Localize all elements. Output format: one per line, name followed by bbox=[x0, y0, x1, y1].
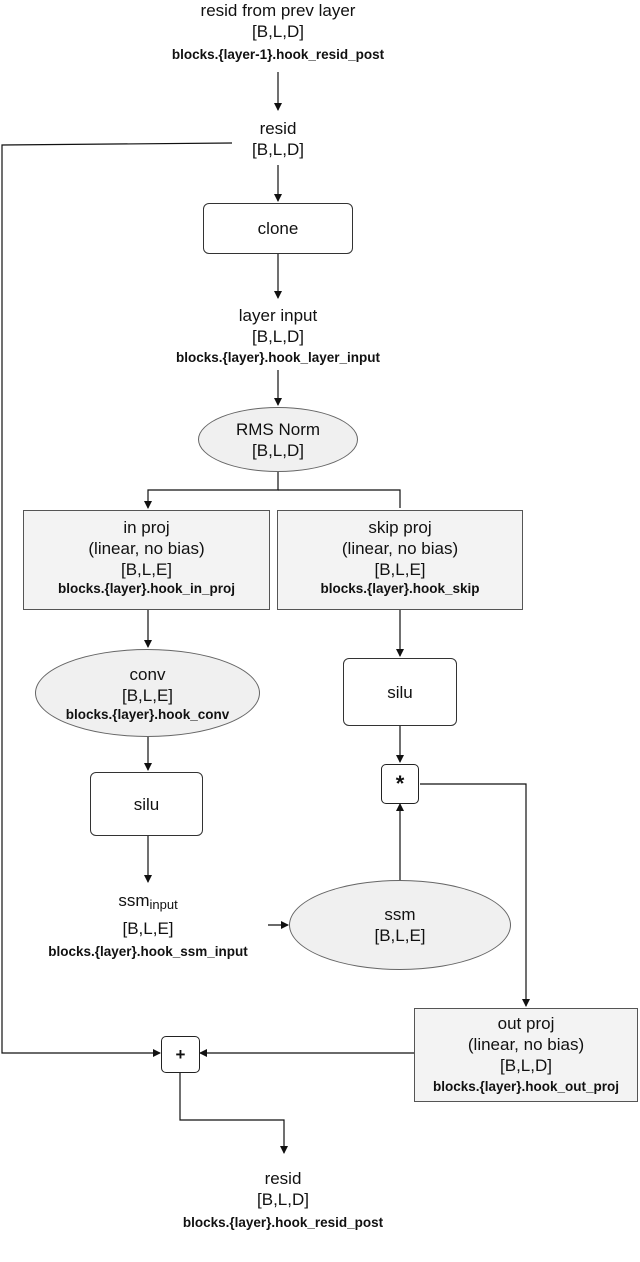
conv-shape: [B,L,E] bbox=[121, 685, 174, 705]
silu-right-label: silu bbox=[387, 682, 413, 702]
resid-out-node: resid [B,L,D] blocks.{layer}.hook_resid_… bbox=[133, 1168, 433, 1231]
ssm-title: ssm bbox=[384, 905, 416, 924]
residual-skip-line bbox=[1, 142, 233, 1057]
resid-prev-title: resid from prev layer bbox=[200, 1, 356, 20]
arrow-multiply-to-outproj bbox=[420, 783, 530, 1007]
in-proj-subtitle: (linear, no bias) bbox=[88, 539, 205, 558]
resid-out-shape: [B,L,D] bbox=[257, 1190, 309, 1209]
out-proj-box: out proj (linear, no bias) [B,L,D] block… bbox=[414, 1008, 638, 1102]
resid-prev-node: resid from prev layer [B,L,D] blocks.{la… bbox=[128, 0, 428, 63]
out-proj-hook: blocks.{layer}.hook_out_proj bbox=[432, 1079, 620, 1094]
in-proj-shape: [B,L,E] bbox=[120, 560, 173, 579]
out-proj-subtitle: (linear, no bias) bbox=[467, 1035, 585, 1054]
resid-prev-hook: blocks.{layer-1}.hook_resid_post bbox=[171, 47, 385, 62]
ssm-input-hook: blocks.{layer}.hook_ssm_input bbox=[48, 944, 248, 959]
layer-input-node: layer input [B,L,D] blocks.{layer}.hook_… bbox=[128, 305, 428, 366]
ssm-input-title-sub: input bbox=[149, 897, 178, 912]
skip-proj-title: skip proj bbox=[368, 518, 432, 537]
in-proj-box: in proj (linear, no bias) [B,L,E] blocks… bbox=[23, 510, 270, 610]
add-node: + bbox=[161, 1036, 200, 1073]
ssm-input-shape: [B,L,E] bbox=[122, 919, 174, 938]
resid-node: resid [B,L,D] bbox=[228, 118, 328, 160]
clone-box: clone bbox=[203, 203, 353, 254]
multiply-label: * bbox=[395, 771, 405, 796]
multiply-node: * bbox=[381, 764, 419, 804]
resid-shape: [B,L,D] bbox=[252, 140, 304, 159]
in-proj-hook: blocks.{layer}.hook_in_proj bbox=[57, 581, 236, 596]
skip-proj-box: skip proj (linear, no bias) [B,L,E] bloc… bbox=[277, 510, 523, 610]
out-proj-shape: [B,L,D] bbox=[500, 1056, 552, 1075]
silu-right-box: silu bbox=[343, 658, 457, 726]
conv-title: conv bbox=[129, 664, 166, 684]
clone-label: clone bbox=[257, 219, 299, 238]
resid-out-title: resid bbox=[264, 1169, 302, 1188]
add-label: + bbox=[175, 1044, 186, 1064]
skip-proj-subtitle: (linear, no bias) bbox=[341, 539, 459, 558]
layer-input-title: layer input bbox=[238, 306, 318, 325]
conv-node: conv [B,L,E] blocks.{layer}.hook_conv bbox=[35, 649, 260, 737]
silu-left-box: silu bbox=[90, 772, 203, 836]
norm-split-line bbox=[144, 472, 279, 509]
resid-prev-shape: [B,L,D] bbox=[252, 22, 304, 41]
rms-norm-title: RMS Norm bbox=[235, 419, 321, 439]
in-proj-title: in proj bbox=[123, 518, 170, 537]
norm-split-line-right bbox=[278, 489, 401, 508]
ssm-shape: [B,L,E] bbox=[374, 926, 426, 945]
silu-left-label: silu bbox=[133, 794, 160, 814]
out-proj-title: out proj bbox=[497, 1014, 555, 1033]
arrow-add-to-resid bbox=[179, 1073, 288, 1154]
resid-out-hook: blocks.{layer}.hook_resid_post bbox=[182, 1215, 384, 1230]
layer-input-shape: [B,L,D] bbox=[252, 327, 304, 346]
conv-hook: blocks.{layer}.hook_conv bbox=[65, 706, 230, 722]
ssm-input-node: ssminput [B,L,E] blocks.{layer}.hook_ssm… bbox=[5, 890, 291, 960]
skip-proj-shape: [B,L,E] bbox=[374, 560, 426, 579]
rms-norm-shape: [B,L,D] bbox=[252, 440, 304, 460]
rms-norm-node: RMS Norm [B,L,D] bbox=[198, 407, 358, 472]
skip-proj-hook: blocks.{layer}.hook_skip bbox=[320, 581, 480, 596]
ssm-input-title-line: ssminput bbox=[5, 890, 291, 915]
ssm-input-title: ssm bbox=[118, 891, 150, 910]
resid-title: resid bbox=[259, 119, 297, 138]
layer-input-hook: blocks.{layer}.hook_layer_input bbox=[175, 350, 381, 365]
ssm-node: ssm [B,L,E] bbox=[289, 880, 511, 970]
